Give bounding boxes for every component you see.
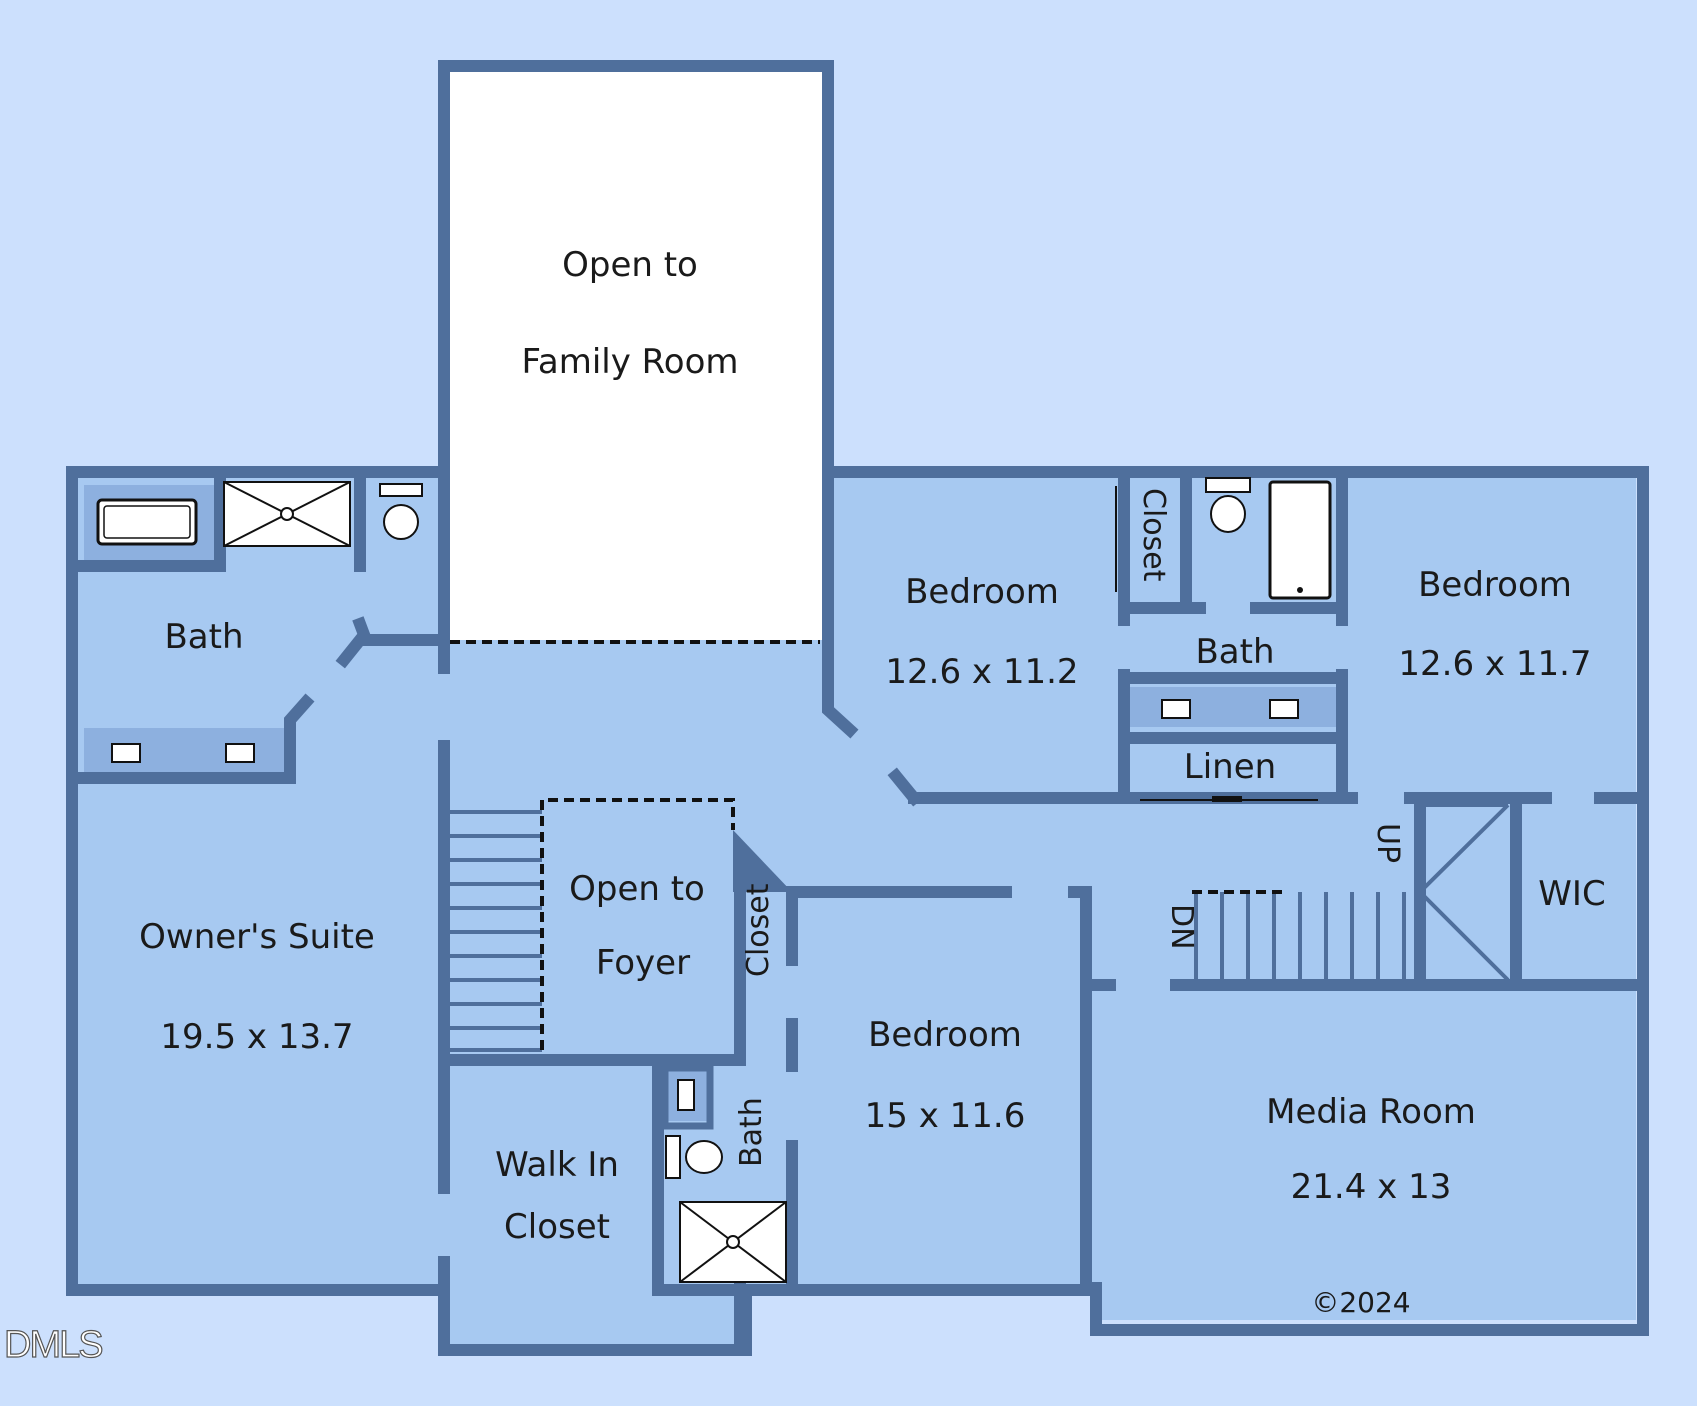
stair-down-label: DN xyxy=(1164,904,1199,950)
sink-icon xyxy=(677,1079,695,1111)
open-to-family-room-label-2: Family Room xyxy=(521,342,738,382)
shared-bath-label: Bath xyxy=(1195,632,1274,672)
open-to-foyer-label-1: Open to xyxy=(569,869,705,909)
middle-closet-label: Closet xyxy=(741,883,776,977)
shower-icon xyxy=(223,481,351,547)
open-to-family-room-area xyxy=(450,72,822,640)
owners-suite-size: 19.5 x 13.7 xyxy=(160,1017,353,1057)
left-bedroom-name: Bedroom xyxy=(905,572,1059,612)
shower-icon xyxy=(679,1201,787,1283)
stair-corner-wedge xyxy=(733,830,792,892)
linen-label: Linen xyxy=(1184,747,1276,787)
open-edge-foyer xyxy=(540,798,735,1050)
closet-door-icon xyxy=(1115,486,1318,802)
walls xyxy=(66,60,1649,1356)
walk-in-closet-label-2: Closet xyxy=(504,1207,610,1247)
open-to-foyer-label-2: Foyer xyxy=(596,943,690,983)
open-to-family-room-label-1: Open to xyxy=(562,245,698,285)
front-bedroom-name: Bedroom xyxy=(868,1015,1022,1055)
left-bedroom-size: 12.6 x 11.2 xyxy=(885,652,1078,692)
media-room-name: Media Room xyxy=(1266,1092,1476,1132)
bathtub-icon xyxy=(1268,480,1332,600)
staircase-right xyxy=(1194,803,1510,982)
owner-bath-label: Bath xyxy=(164,617,243,657)
bathtub-icon xyxy=(96,498,198,546)
front-bedroom-size: 15 x 11.6 xyxy=(865,1096,1026,1136)
top-closet-label: Closet xyxy=(1136,488,1171,582)
wic-label: WIC xyxy=(1538,874,1605,914)
middle-bath-label: Bath xyxy=(734,1097,769,1167)
sink-icon xyxy=(1161,699,1299,719)
floor-area xyxy=(78,478,1636,1345)
staircase-main xyxy=(450,810,542,1052)
toilet-icon xyxy=(379,483,423,540)
right-bedroom-size: 12.6 x 11.7 xyxy=(1398,644,1591,684)
media-room-size: 21.4 x 13 xyxy=(1291,1167,1452,1207)
copyright-text: ©2024 xyxy=(1311,1286,1410,1319)
sink-icon xyxy=(111,743,255,763)
right-bedroom-name: Bedroom xyxy=(1418,565,1572,605)
dmls-watermark: DMLS xyxy=(4,1324,102,1366)
owners-suite-name: Owner's Suite xyxy=(139,917,375,957)
toilet-icon xyxy=(665,1135,723,1179)
walk-in-closet-label-1: Walk In xyxy=(495,1145,619,1185)
stair-up-label: UP xyxy=(1370,823,1405,863)
toilet-icon xyxy=(1205,477,1251,533)
